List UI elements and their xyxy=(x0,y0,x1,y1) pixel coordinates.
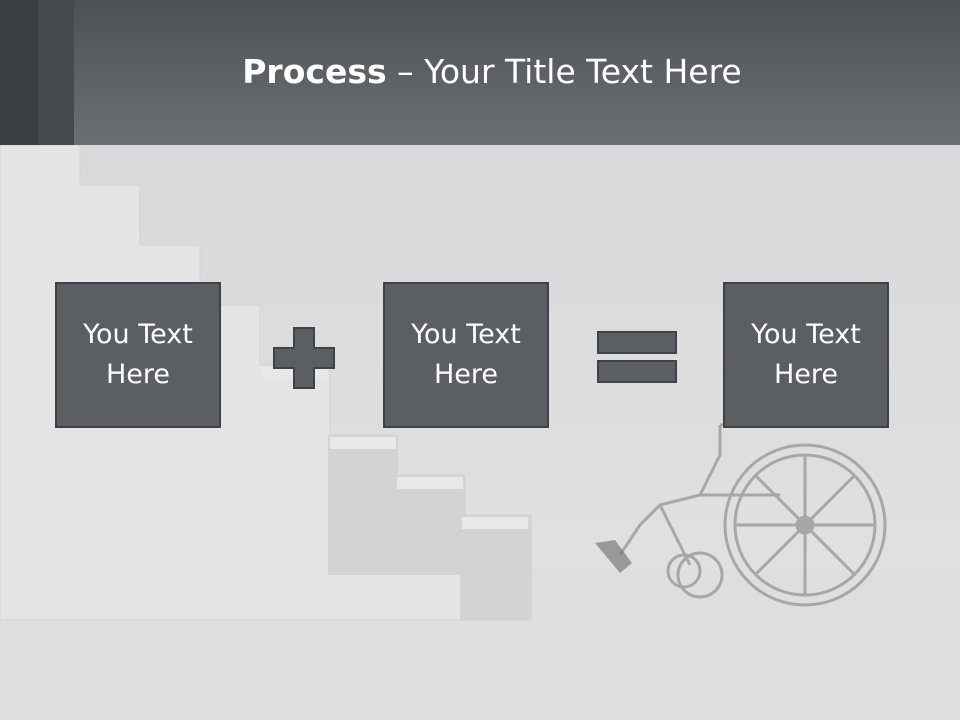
process-box-2-text: You Text Here xyxy=(411,319,521,390)
process-box-1-text: You Text Here xyxy=(83,319,193,390)
background-illustration xyxy=(0,145,960,720)
title-bold: Process xyxy=(242,52,387,91)
header-accent-dark xyxy=(0,0,38,145)
process-box-3-text: You Text Here xyxy=(751,319,861,390)
header-bar xyxy=(0,0,960,145)
slide-title: Process – Your Title Text Here xyxy=(0,52,960,91)
process-box-3[interactable]: You Text Here xyxy=(723,282,889,428)
equals-icon xyxy=(597,331,677,383)
process-box-1[interactable]: You Text Here xyxy=(55,282,221,428)
title-rest: – Your Title Text Here xyxy=(386,52,742,91)
process-box-2[interactable]: You Text Here xyxy=(383,282,549,428)
header-accent xyxy=(38,0,74,145)
plus-icon xyxy=(273,327,335,389)
